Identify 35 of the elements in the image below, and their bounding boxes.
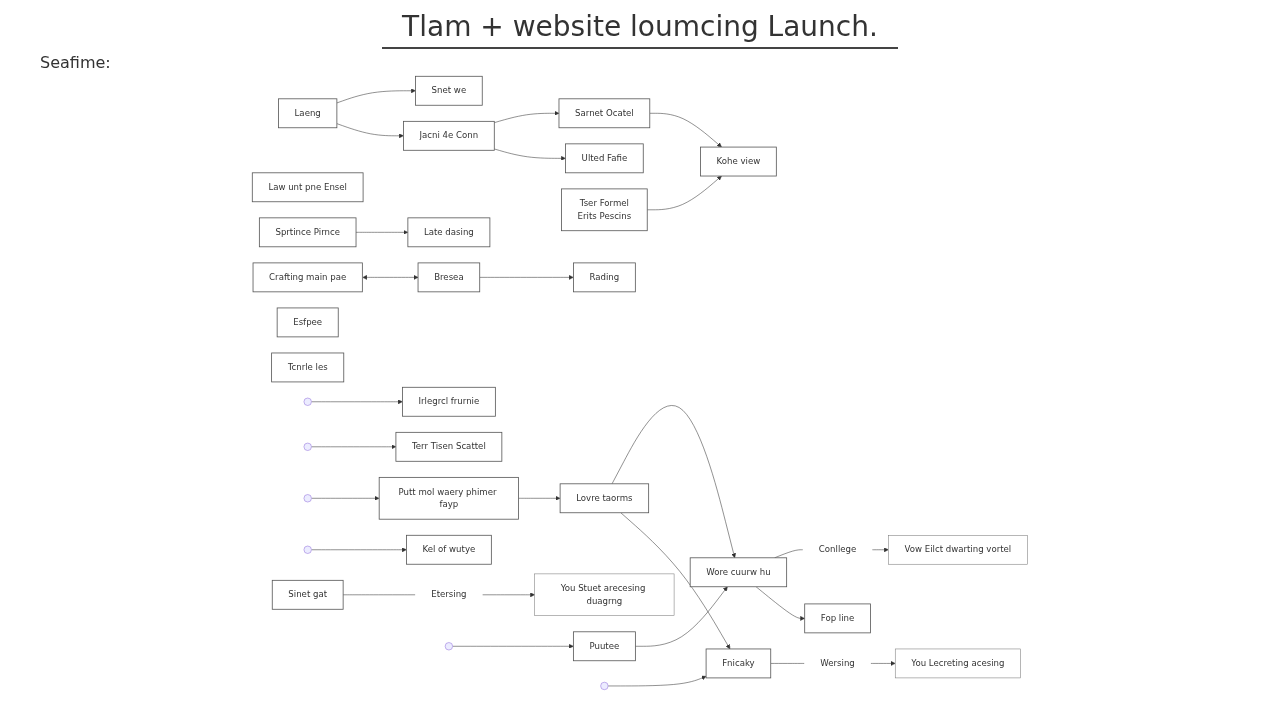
node-box: Esfpee xyxy=(276,307,339,338)
node-box: Jacni 4e Conn xyxy=(403,120,495,151)
node-box: Kel of wutye xyxy=(406,534,492,565)
node-text: Wersing xyxy=(820,658,856,669)
node-text: Etersing xyxy=(431,589,467,600)
node-box: Law unt pne Ensel xyxy=(252,172,364,203)
node-box: Terr Tisen Scattel xyxy=(395,431,503,462)
node-box: Puutee xyxy=(573,631,636,662)
node-box: Bresea xyxy=(417,262,481,293)
node-box: Laeng xyxy=(278,98,338,129)
node-box: You Stuet arecesing duagrng xyxy=(534,573,675,616)
node-box: Tcnrle les xyxy=(271,352,345,383)
node-box: Sarnet Ocatel xyxy=(558,98,651,129)
title: Tlam + website loumcing Launch. xyxy=(382,10,898,49)
node-box: Snet we xyxy=(415,75,483,106)
connector xyxy=(343,594,416,596)
node-box: Wore cuurw hu xyxy=(690,557,788,588)
node-box: Lovre taorms xyxy=(559,483,650,514)
node-box: Sprtince Pirnce xyxy=(259,217,357,248)
node-box: You Lecreting acesing xyxy=(895,648,1021,679)
node-box: Ulted Fafie xyxy=(565,143,644,174)
node-box: Rading xyxy=(573,262,636,293)
node-box: Tser Formel Erits Pescins xyxy=(561,188,648,232)
connector xyxy=(770,663,805,664)
node-box: Fop line xyxy=(804,603,871,634)
node-box: Crafting main pae xyxy=(252,262,363,293)
node-box: Irlegrcl frurnie xyxy=(402,386,496,417)
node-text: Conllege xyxy=(819,544,857,555)
node-box: Putt mol waery phimer fayp xyxy=(379,476,520,520)
node-box: Kohe view xyxy=(700,146,777,177)
node-box: Sinet gat xyxy=(272,579,344,610)
note-text: Seafime: xyxy=(40,53,111,72)
node-box: Late dasing xyxy=(407,217,491,248)
node-box: Vow Eilct dwarting vortel xyxy=(888,535,1028,565)
node-box: Fnicaky xyxy=(705,648,772,679)
